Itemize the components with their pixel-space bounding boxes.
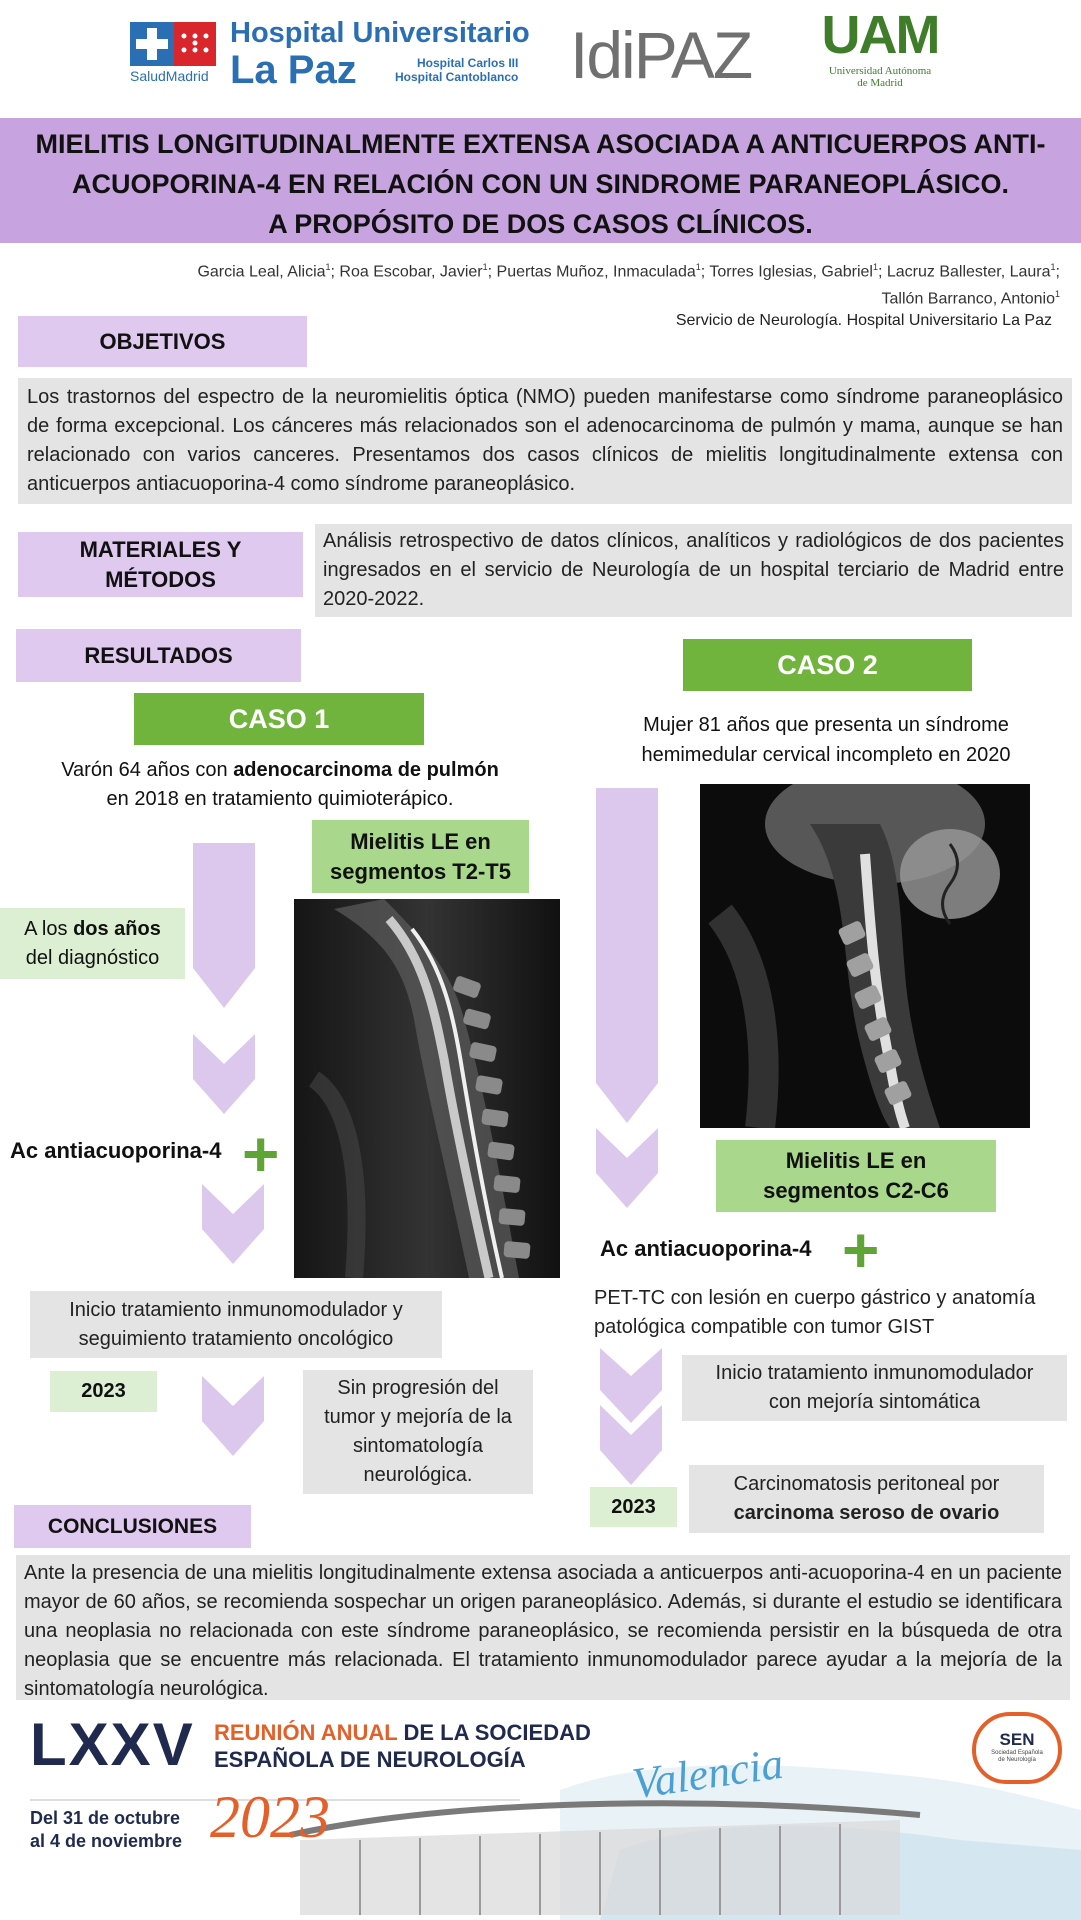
caso2-arrow-1 — [596, 788, 658, 1123]
materiales-heading: MATERIALES Y MÉTODOS — [18, 532, 303, 597]
hospital-la-paz-logo: SaludMadrid Hospital Universitario La Pa… — [130, 17, 540, 92]
salud-madrid-label: SaludMadrid — [130, 68, 209, 84]
authors: Garcia Leal, Alicia1; Roa Escobar, Javie… — [197, 262, 1060, 308]
hospital-name-line1: Hospital Universitario — [230, 17, 530, 49]
caso1-mielitis-label: Mielitis LE en segmentos T2-T5 — [312, 820, 529, 893]
caso1-arrow-1 — [193, 843, 255, 1008]
caso2-pet-text: PET-TC con lesión en cuerpo gástrico y a… — [594, 1287, 1036, 1338]
caso2-mielitis-label: Mielitis LE en segmentos C2-C6 — [716, 1140, 996, 1212]
congress-name: REUNIÓN ANUAL DE LA SOCIEDAD ESPAÑOLA DE… — [214, 1720, 591, 1772]
caso2-outcome: Carcinomatosis peritoneal por carcinoma … — [689, 1465, 1044, 1533]
materiales-text: Análisis retrospectivo de datos clínicos… — [315, 524, 1072, 617]
caso1-intro: Varón 64 años con adenocarcinoma de pulm… — [61, 759, 499, 810]
conclusiones-text: Ante la presencia de una mielitis longit… — [16, 1555, 1070, 1707]
caso2-arrow-2 — [596, 1128, 658, 1208]
congress-banner-graphic — [0, 1700, 1081, 1920]
caso1-treatment: Inicio tratamiento inmunomodulador y seg… — [30, 1291, 442, 1358]
caso2-mri-image — [700, 784, 1030, 1128]
congress-edition: LXXV — [30, 1711, 195, 1778]
service-affiliation: Servicio de Neurología. Hospital Univers… — [675, 312, 1052, 329]
caso2-arrow-4 — [600, 1405, 662, 1485]
hospital-name-line2: La Paz — [230, 48, 357, 92]
congress-year: 2023 — [210, 1784, 330, 1850]
caso2-heading: CASO 2 — [683, 639, 972, 691]
uam-logo: UAM Universidad Autónoma de Madrid — [821, 5, 941, 89]
caso2-intro: Mujer 81 años que presenta un síndrome h… — [641, 714, 1011, 766]
congress-dates: Del 31 de octubre al 4 de noviembre — [30, 1808, 183, 1851]
caso2-year: 2023 — [590, 1487, 677, 1527]
objetivos-text: Los trastornos del espectro de la neurom… — [18, 378, 1072, 504]
caso1-arrow-2 — [193, 1034, 255, 1114]
salud-madrid-emblem-icon — [130, 22, 220, 72]
conclusiones-heading: CONCLUSIONES — [14, 1505, 251, 1548]
caso1-ac-label: Ac antiacuoporina-4 — [10, 1138, 222, 1163]
caso1-year: 2023 — [50, 1371, 157, 1412]
caso2-arrow-3 — [600, 1348, 662, 1423]
caso1-mri-image — [294, 899, 560, 1278]
poster-title: MIELITIS LONGITUDINALMENTE EXTENSA ASOCI… — [35, 129, 1046, 239]
caso1-arrow-3 — [202, 1184, 264, 1264]
hospital-subsites: Hospital Carlos III Hospital Cantoblanco — [395, 56, 519, 84]
caso1-timing: A los dos años del diagnóstico — [0, 908, 185, 979]
caso1-heading: CASO 1 — [134, 693, 424, 745]
caso1-plus-icon: + — [242, 1118, 280, 1190]
sen-logo: SEN Sociedad Española de Neurología — [972, 1712, 1062, 1784]
caso1-arrow-4 — [202, 1376, 264, 1456]
idipaz-logo: IdiPAZ — [570, 18, 753, 92]
title-band — [0, 118, 1081, 243]
resultados-heading: RESULTADOS — [16, 629, 301, 682]
objetivos-heading: OBJETIVOS — [18, 316, 307, 367]
caso2-treatment: Inicio tratamiento inmunomodulador con m… — [682, 1355, 1067, 1421]
caso1-outcome: Sin progresión del tumor y mejoría de la… — [303, 1370, 533, 1494]
caso2-plus-icon: + — [842, 1214, 880, 1286]
caso2-ac-label: Ac antiacuoporina-4 — [600, 1236, 812, 1261]
